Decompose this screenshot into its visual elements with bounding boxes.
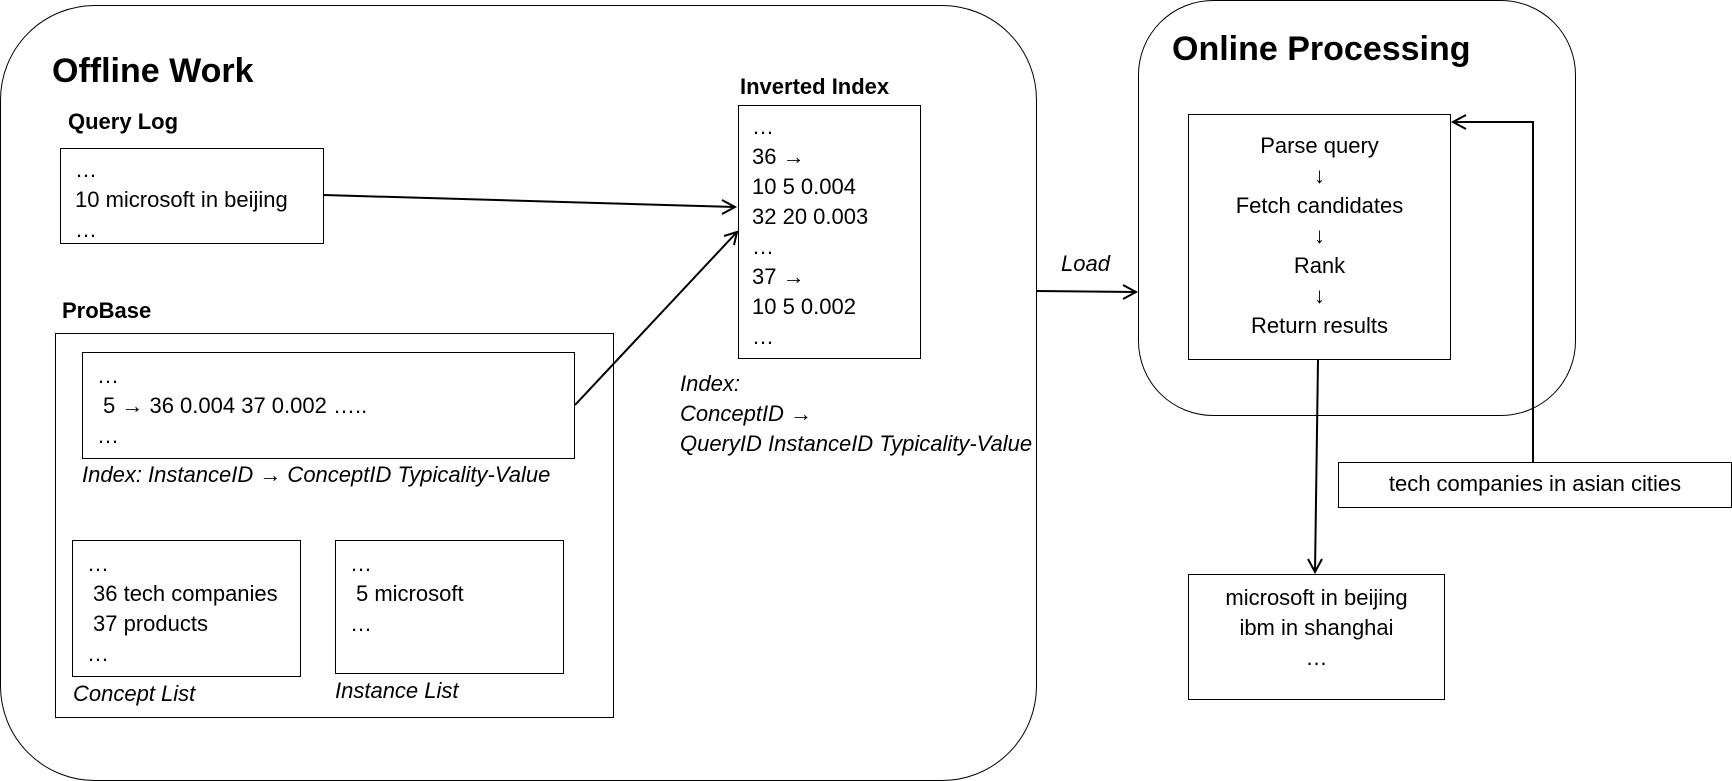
concept-list-box: … 36 tech companies 37 products … <box>72 540 301 677</box>
arrow-load <box>1036 290 1137 293</box>
probase-index-line: 5 → 36 0.004 37 0.002 ….. <box>103 393 368 418</box>
load-label: Load <box>1061 251 1110 276</box>
arrow-steps-to-results <box>1314 359 1319 573</box>
step-fetch-candidates: Fetch candidates <box>1235 193 1404 218</box>
arrowhead <box>1122 284 1139 300</box>
step-return-results: Return results <box>1251 313 1388 338</box>
online-processing-title: Online Processing <box>1172 30 1471 68</box>
arrow-query-to-steps <box>1453 121 1534 462</box>
processing-steps-box: Parse query ↓ Fetch candidates ↓ Rank ↓ … <box>1188 114 1451 360</box>
query-input-text: tech companies in asian cities <box>1388 471 1682 496</box>
result-item: ibm in shanghai <box>1239 615 1394 640</box>
inverted-index-title: Inverted Index <box>740 74 890 99</box>
inverted-index-line: 10 5 0.002 <box>752 294 856 319</box>
results-box: microsoft in beijing ibm in shanghai … <box>1188 574 1445 700</box>
probase-index-box: … 5 → 36 0.004 37 0.002 ….. … <box>82 352 575 459</box>
probase-index-line: … <box>97 423 119 448</box>
instance-list-line: … <box>350 551 372 576</box>
query-log-title: Query Log <box>68 109 179 134</box>
inverted-index-caption-line: Index: <box>680 371 740 396</box>
inverted-index-caption-line: ConceptID → <box>680 401 813 426</box>
concept-list-line: 36 tech companies <box>93 581 278 606</box>
inverted-index-line: 10 5 0.004 <box>752 174 856 199</box>
inverted-index-line: … <box>752 324 774 349</box>
inverted-index-line: 37 → <box>752 264 805 289</box>
step-parse-query: Parse query <box>1260 133 1379 158</box>
inverted-index-line: 32 20 0.003 <box>752 204 869 229</box>
arrowhead <box>723 230 739 246</box>
query-log-line: … <box>75 157 97 182</box>
instance-list-caption: Instance List <box>335 678 459 703</box>
inverted-index-line: 36 → <box>752 144 805 169</box>
query-log-box: … 10 microsoft in beijing … <box>60 148 324 244</box>
arrow-querylog-to-index <box>323 194 736 208</box>
inverted-index-box: … 36 → 10 5 0.004 32 20 0.003 … 37 → 10 … <box>738 105 921 359</box>
query-input-box: tech companies in asian cities <box>1338 462 1732 508</box>
inverted-index-line: … <box>752 234 774 259</box>
query-log-line: 10 microsoft in beijing <box>75 187 288 212</box>
query-log-line: … <box>75 217 97 242</box>
online-processing-panel <box>1138 0 1576 416</box>
step-arrow: ↓ <box>1314 223 1325 248</box>
inverted-index-caption-line: QueryID InstanceID Typicality-Value <box>680 431 1033 456</box>
instance-list-line: 5 microsoft <box>356 581 464 606</box>
instance-list-box: … 5 microsoft … <box>335 540 564 674</box>
step-arrow: ↓ <box>1314 283 1325 308</box>
arrowhead <box>721 199 738 215</box>
arrowhead <box>1450 114 1467 130</box>
inverted-index-line: … <box>752 114 774 139</box>
offline-work-title: Offline Work <box>52 52 254 90</box>
concept-list-line: … <box>87 551 109 576</box>
probase-index-line: … <box>97 363 119 388</box>
probase-index-caption: Index: InstanceID → ConceptID Typicality… <box>82 462 551 487</box>
concept-list-line: … <box>87 641 109 666</box>
step-arrow: ↓ <box>1314 163 1325 188</box>
concept-list-caption: Concept List <box>73 681 196 706</box>
result-item: … <box>1305 645 1328 670</box>
result-item: microsoft in beijing <box>1225 585 1408 610</box>
arrow-probase-to-index <box>574 231 738 406</box>
instance-list-line: … <box>350 611 372 636</box>
concept-list-line: 37 products <box>93 611 208 636</box>
arrowhead <box>1307 558 1323 575</box>
step-rank: Rank <box>1293 253 1346 278</box>
probase-title: ProBase <box>62 298 152 323</box>
inverted-index-caption: Index: ConceptID → QueryID InstanceID Ty… <box>680 369 1032 459</box>
